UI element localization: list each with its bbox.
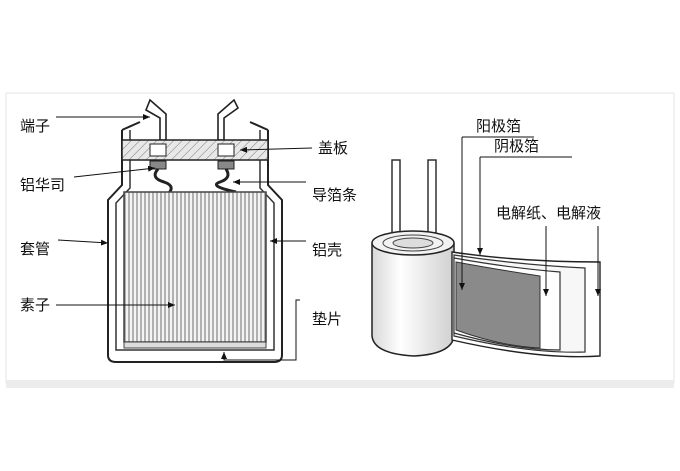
- capacitor-element: [123, 191, 267, 343]
- cover-hole-left: [149, 143, 167, 157]
- case-inner-outline: [115, 130, 275, 351]
- gasket: [123, 341, 267, 349]
- pointer-sleeve: [57, 239, 109, 246]
- pointer-cover-plate: [239, 146, 313, 153]
- label-aluminum-rivet: 铝华司: [20, 176, 65, 194]
- lead-foil-left: [153, 168, 173, 196]
- roll-top-inner: [382, 234, 444, 252]
- label-aluminum-case: 铝壳: [312, 241, 342, 259]
- rivet-right: [217, 160, 235, 170]
- label-element: 素子: [20, 296, 50, 314]
- pointer-aluminum-rivet: [73, 165, 156, 178]
- pointer-gasket: [221, 299, 300, 361]
- label-terminal: 端子: [20, 117, 50, 135]
- label-gasket: 垫片: [312, 310, 342, 328]
- label-cover-plate: 盖板: [318, 139, 348, 157]
- cover-hole-right: [217, 143, 235, 157]
- label-sleeve: 套管: [20, 240, 50, 258]
- panel-shadow: [6, 380, 674, 388]
- layer-anode: [455, 261, 541, 349]
- label-paper-electrolyte: 电解纸、电解液: [496, 204, 601, 222]
- roll-core: [392, 237, 434, 249]
- label-anode-foil: 阳极箔: [476, 117, 521, 135]
- label-cathode-foil: 阴极箔: [494, 137, 539, 155]
- case-rim: [121, 121, 269, 131]
- lead-foil-right: [215, 168, 237, 194]
- roll-body: [371, 243, 455, 357]
- label-lead-foil-strip: 导箔条: [312, 186, 357, 204]
